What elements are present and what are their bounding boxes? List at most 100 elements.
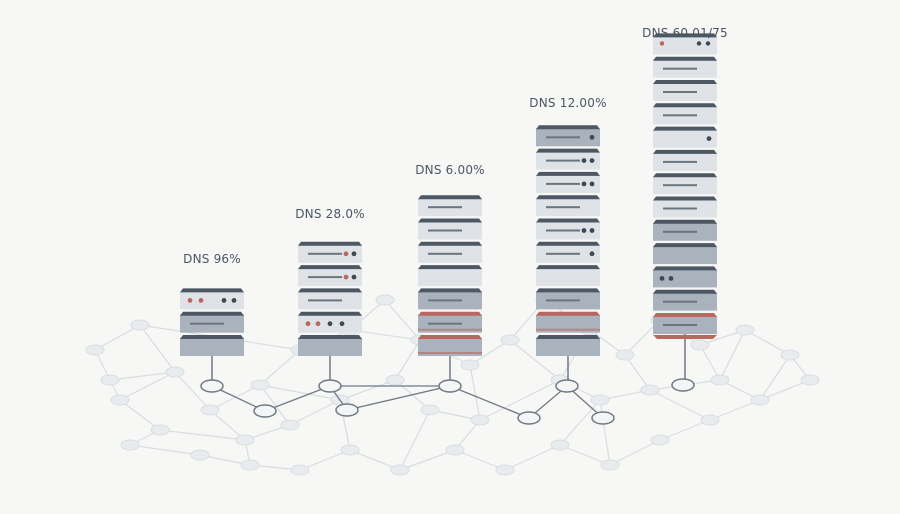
mesh-node: [495, 464, 515, 476]
server-unit: [298, 265, 362, 287]
server-unit-body: [536, 268, 600, 287]
server-unit-bevel: [536, 218, 600, 223]
network-link: [449, 385, 530, 419]
mesh-link: [384, 299, 421, 341]
stack-label-4: DNS 12.00%: [529, 96, 607, 110]
network-node: [200, 379, 224, 393]
mesh-link: [299, 449, 351, 471]
mesh-node: [130, 319, 150, 331]
status-led: [581, 228, 587, 233]
mesh-link: [719, 329, 746, 381]
server-unit: [418, 311, 482, 333]
server-unit: [536, 218, 600, 240]
server-stack-3: [418, 195, 482, 356]
server-unit-bevel: [536, 265, 600, 270]
server-unit: [536, 195, 600, 217]
mesh-node: [250, 379, 270, 391]
network-node: [671, 378, 695, 392]
mesh-link: [454, 449, 506, 471]
server-unit-body: [180, 338, 244, 356]
mesh-node: [290, 464, 310, 476]
server-unit-body: [180, 291, 244, 310]
status-led: [343, 274, 349, 280]
mesh-node: [110, 394, 130, 406]
server-unit-bevel: [653, 289, 717, 294]
mesh-node: [190, 449, 210, 461]
server-unit-slot: [428, 229, 462, 232]
server-unit: [653, 289, 717, 311]
server-unit: [298, 288, 362, 310]
mesh-node: [85, 344, 105, 356]
mesh-node: [600, 459, 620, 471]
server-unit-bevel: [653, 313, 717, 317]
mesh-link: [699, 344, 721, 381]
server-unit-slot: [663, 160, 697, 163]
server-unit: [536, 171, 600, 193]
server-unit-slot: [190, 322, 224, 325]
mesh-node: [710, 374, 730, 386]
server-unit-bevel: [298, 335, 362, 339]
mesh-node: [340, 444, 360, 456]
server-unit-body: [653, 246, 717, 265]
server-unit-accent: [418, 352, 482, 354]
server-unit: [653, 126, 717, 148]
status-led: [221, 298, 227, 303]
stack-label-5: DNS 60.01/75: [642, 26, 728, 40]
server-unit-slot: [308, 299, 342, 302]
server-unit-accent: [536, 328, 600, 331]
server-unit: [418, 335, 482, 356]
network-node: [335, 403, 359, 417]
network-node: [318, 379, 342, 393]
server-stacks: [180, 33, 717, 356]
server-unit-bevel: [536, 171, 600, 176]
server-unit-slot: [663, 230, 697, 233]
mesh-link: [509, 339, 561, 381]
server-unit: [653, 149, 717, 171]
server-unit: [180, 335, 244, 356]
server-unit: [418, 288, 482, 310]
server-unit-slot: [663, 67, 697, 70]
server-unit-bevel: [180, 335, 244, 339]
server-unit: [653, 173, 717, 195]
status-led: [668, 276, 674, 281]
server-unit-body: [653, 36, 717, 55]
server-unit-body: [418, 338, 482, 356]
status-led: [706, 136, 712, 142]
mesh-node: [700, 414, 720, 426]
status-led: [343, 251, 349, 257]
server-stack-5: [653, 33, 717, 339]
server-unit-bevel: [418, 241, 482, 246]
server-unit-bevel: [653, 56, 717, 61]
server-unit-bevel: [653, 266, 717, 271]
status-led: [581, 181, 587, 187]
mesh-link: [659, 419, 711, 441]
server-unit-slot: [428, 206, 462, 209]
mesh-link: [174, 371, 211, 411]
mesh-node: [280, 419, 300, 431]
server-unit-accent: [653, 335, 717, 339]
server-unit-bevel: [653, 196, 717, 201]
server-unit: [653, 266, 717, 288]
mesh-link: [504, 444, 561, 471]
server-unit: [298, 311, 362, 333]
mesh-link: [394, 339, 421, 381]
server-unit-bevel: [536, 125, 600, 130]
server-unit-slot: [663, 300, 697, 303]
mesh-node: [500, 334, 520, 346]
network-node: [438, 379, 462, 393]
status-led: [589, 134, 595, 140]
server-unit-bevel: [536, 241, 600, 246]
mesh-node: [420, 404, 440, 416]
mesh-link: [469, 364, 481, 421]
server-unit: [418, 265, 482, 287]
mesh-node: [615, 349, 635, 361]
mesh-node: [550, 439, 570, 451]
server-unit: [536, 241, 600, 263]
server-unit-bevel: [653, 80, 717, 84]
mesh-node: [165, 366, 185, 378]
status-led: [589, 158, 595, 164]
mesh-link: [599, 399, 611, 466]
status-led: [589, 181, 595, 187]
